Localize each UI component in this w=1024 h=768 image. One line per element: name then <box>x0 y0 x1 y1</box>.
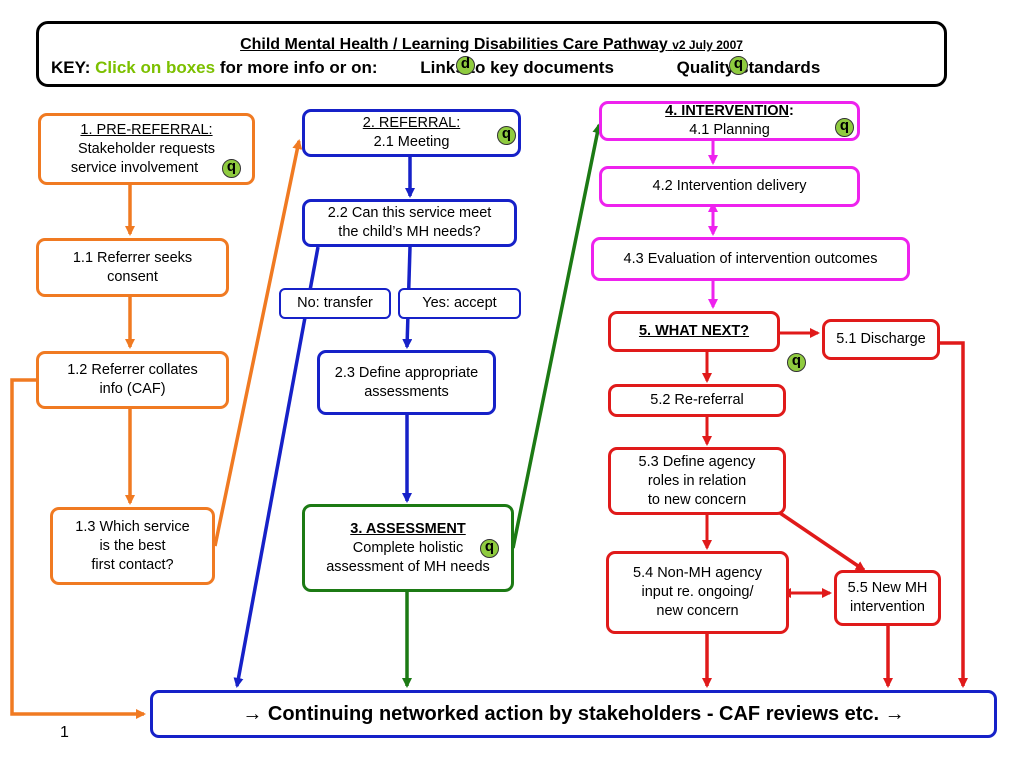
arrow-5-3-to-5-5 <box>779 511 866 572</box>
box-pre-referral[interactable]: 1. PRE-REFERRAL: Stakeholder requests se… <box>38 113 255 185</box>
n5-4-line2: input re. ongoing/ <box>641 584 754 600</box>
n5-2-label: 5.2 Re-referral <box>650 392 744 408</box>
intervention-heading: 4. INTERVENTION <box>665 103 789 119</box>
key-label: KEY: <box>51 58 91 77</box>
box-5-2-re-referral[interactable]: 5.2 Re-referral <box>608 384 786 417</box>
quality-standard-icon[interactable]: q <box>729 56 748 75</box>
assessment-line1: Complete holistic <box>352 539 464 556</box>
assessment-heading: 3. ASSESSMENT <box>350 520 466 537</box>
header-key-panel: Child Mental Health / Learning Disabilit… <box>36 21 947 87</box>
intervention-heading-suffix: : <box>788 103 794 119</box>
key-middle-text: for more info or on: <box>219 58 378 77</box>
n1-2-line2: info (CAF) <box>99 381 166 397</box>
intervention-line1: 4.1 Planning <box>689 122 770 138</box>
n5-5-line1: 5.5 New MH <box>847 580 928 596</box>
no-transfer-label: No: transfer <box>297 295 373 311</box>
quality-standard-icon[interactable]: q <box>787 353 806 372</box>
n4-3-label: 4.3 Evaluation of intervention outcomes <box>623 250 878 267</box>
n5-5-line2: intervention <box>850 599 925 615</box>
n5-4-line1: 5.4 Non-MH agency <box>633 565 762 581</box>
n1-1-line2: consent <box>107 268 158 285</box>
key-links-text: Links to key documents <box>420 58 614 77</box>
box-referral[interactable]: 2. REFERRAL: 2.1 Meeting <box>302 109 521 157</box>
box-no-transfer[interactable]: No: transfer <box>279 288 391 319</box>
key-quality-text: Quality standards <box>676 58 821 77</box>
pre-referral-line2: service involvement <box>70 159 199 176</box>
quality-standard-icon[interactable]: q <box>480 539 499 558</box>
continuing-action-bar[interactable]: → Continuing networked action by stakeho… <box>150 690 997 738</box>
n5-3-line1: 5.3 Define agency <box>638 453 756 470</box>
assessment-line2: assessment of MH needs <box>326 558 490 575</box>
n1-3-line3: first contact? <box>91 556 174 573</box>
continuing-action-text: → Continuing networked action by stakeho… <box>242 702 905 725</box>
n5-3-line3: to new concern <box>647 491 747 508</box>
box-2-3-define-assessments[interactable]: 2.3 Define appropriate assessments <box>317 350 496 415</box>
n2-3-line2: assessments <box>364 383 449 400</box>
key-click-text: Click on boxes <box>95 58 216 77</box>
box-5-5-new-mh-intervention[interactable]: 5.5 New MH intervention <box>834 570 941 626</box>
n5-4-line3: new concern <box>656 603 739 619</box>
title-text: Child Mental Health / Learning Disabilit… <box>240 36 668 53</box>
box-intervention[interactable]: 4. INTERVENTION: 4.1 Planning <box>599 101 860 141</box>
n1-1-line1: 1.1 Referrer seeks <box>72 249 193 266</box>
n1-3-line1: 1.3 Which service <box>75 518 190 535</box>
documents-link-icon[interactable]: d <box>456 56 475 75</box>
n4-2-label: 4.2 Intervention delivery <box>652 178 807 194</box>
box-2-2-can-service-meet-needs[interactable]: 2.2 Can this service meet the child’s MH… <box>302 199 517 247</box>
referral-line1: 2.1 Meeting <box>373 134 450 150</box>
box-5-4-non-mh-agency-input[interactable]: 5.4 Non-MH agency input re. ongoing/ new… <box>606 551 789 634</box>
arrow-5-1-to-bottom <box>940 341 968 688</box>
quality-standard-icon[interactable]: q <box>497 126 516 145</box>
box-1-3-which-service[interactable]: 1.3 Which service is the best first cont… <box>50 507 215 585</box>
quality-standard-icon[interactable]: q <box>835 118 854 137</box>
n1-2-line1: 1.2 Referrer collates <box>67 362 198 378</box>
box-5-3-define-agency-roles[interactable]: 5.3 Define agency roles in relation to n… <box>608 447 786 515</box>
n2-2-line2: the child’s MH needs? <box>338 224 481 240</box>
quality-standard-icon[interactable]: q <box>222 159 241 178</box>
box-1-1-referrer-seeks-consent[interactable]: 1.1 Referrer seeks consent <box>36 238 229 297</box>
pre-referral-heading: 1. PRE-REFERRAL: <box>80 121 213 138</box>
n5-1-label: 5.1 Discharge <box>836 331 926 347</box>
what-next-heading: 5. WHAT NEXT? <box>638 323 750 339</box>
yes-accept-label: Yes: accept <box>422 295 497 311</box>
n5-3-line2: roles in relation <box>647 472 747 489</box>
referral-heading: 2. REFERRAL: <box>362 115 461 131</box>
version-text: v2 July 2007 <box>672 38 743 52</box>
box-4-2-intervention-delivery[interactable]: 4.2 Intervention delivery <box>599 166 860 207</box>
box-what-next[interactable]: 5. WHAT NEXT? <box>608 311 780 352</box>
n2-2-line1: 2.2 Can this service meet <box>327 205 492 221</box>
page-title: Child Mental Health / Learning Disabilit… <box>39 36 944 54</box>
n2-3-line1: 2.3 Define appropriate <box>334 364 479 381</box>
box-yes-accept[interactable]: Yes: accept <box>398 288 521 319</box>
page-number: 1 <box>60 724 69 741</box>
key-legend: KEY: Click on boxes for more info or on:… <box>51 58 820 78</box>
box-4-3-evaluation[interactable]: 4.3 Evaluation of intervention outcomes <box>591 237 910 281</box>
box-5-1-discharge[interactable]: 5.1 Discharge <box>822 319 940 360</box>
box-1-2-referrer-collates-info[interactable]: 1.2 Referrer collates info (CAF) <box>36 351 229 409</box>
arrow-1-3-to-referral <box>213 139 303 547</box>
pre-referral-line1: Stakeholder requests <box>77 140 216 157</box>
arrow-assessment-to-intervention <box>511 123 603 549</box>
n1-3-line2: is the best <box>99 537 166 554</box>
box-assessment[interactable]: 3. ASSESSMENT Complete holistic assessme… <box>302 504 514 592</box>
